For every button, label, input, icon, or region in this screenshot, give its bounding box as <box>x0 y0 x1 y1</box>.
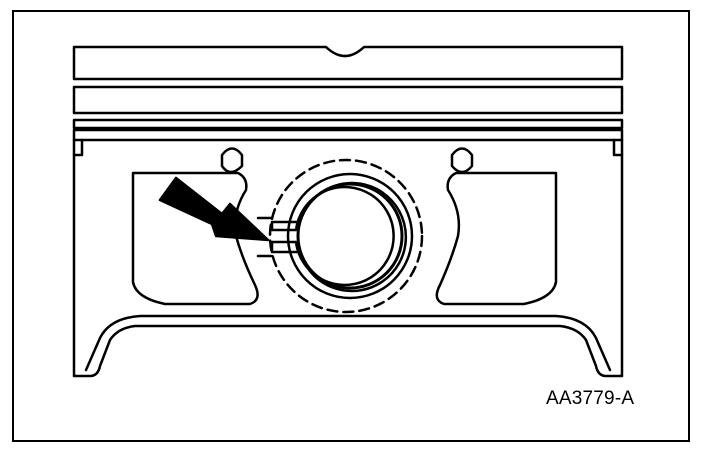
piston-skirt-right-step <box>612 138 624 157</box>
figure-reference-code: AA3779-A <box>546 388 635 409</box>
oil-ring-groove-upper <box>72 118 624 130</box>
piston-top-land <box>72 45 624 81</box>
pin-bore-outer <box>286 172 414 300</box>
piston-skirt-outline <box>72 153 624 378</box>
compression-ring-groove <box>72 85 624 115</box>
piston-skirt <box>72 138 84 157</box>
retainer-clip <box>270 181 408 293</box>
figure-frame <box>12 10 690 442</box>
pin-bore-inner <box>296 182 404 290</box>
arrow-icon <box>158 176 270 242</box>
pin-boss-window <box>131 171 259 306</box>
pin-boss-window-right <box>435 171 558 306</box>
detail-callout-circle <box>268 158 424 314</box>
boss-slot-right <box>450 147 474 174</box>
skirt-inner-relief <box>84 314 612 372</box>
oil-ring-groove-lower <box>72 128 624 142</box>
boss-slot-left <box>220 147 244 174</box>
